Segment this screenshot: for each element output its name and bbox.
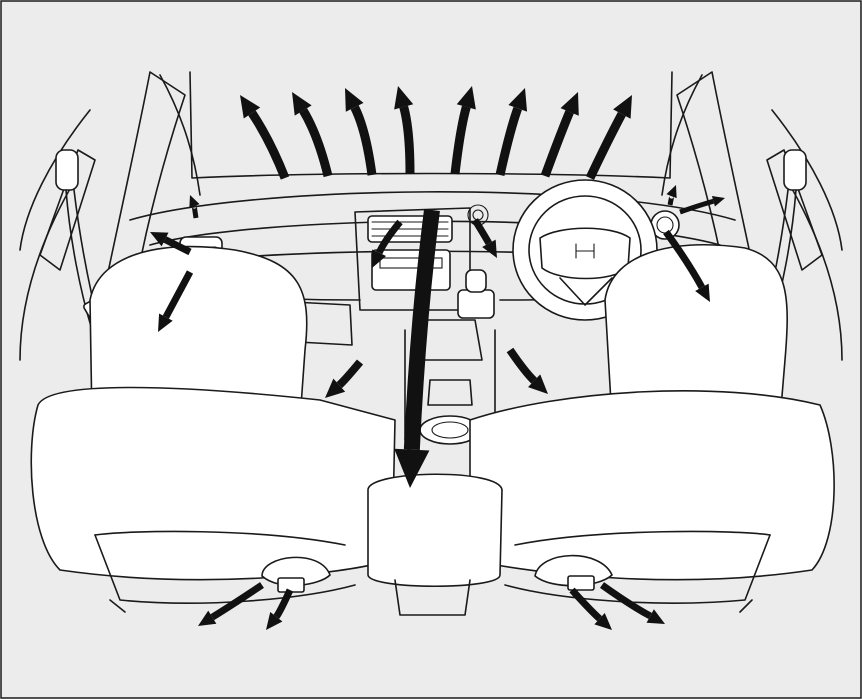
airflow-diagram <box>0 0 862 699</box>
diagram-canvas <box>0 0 862 699</box>
